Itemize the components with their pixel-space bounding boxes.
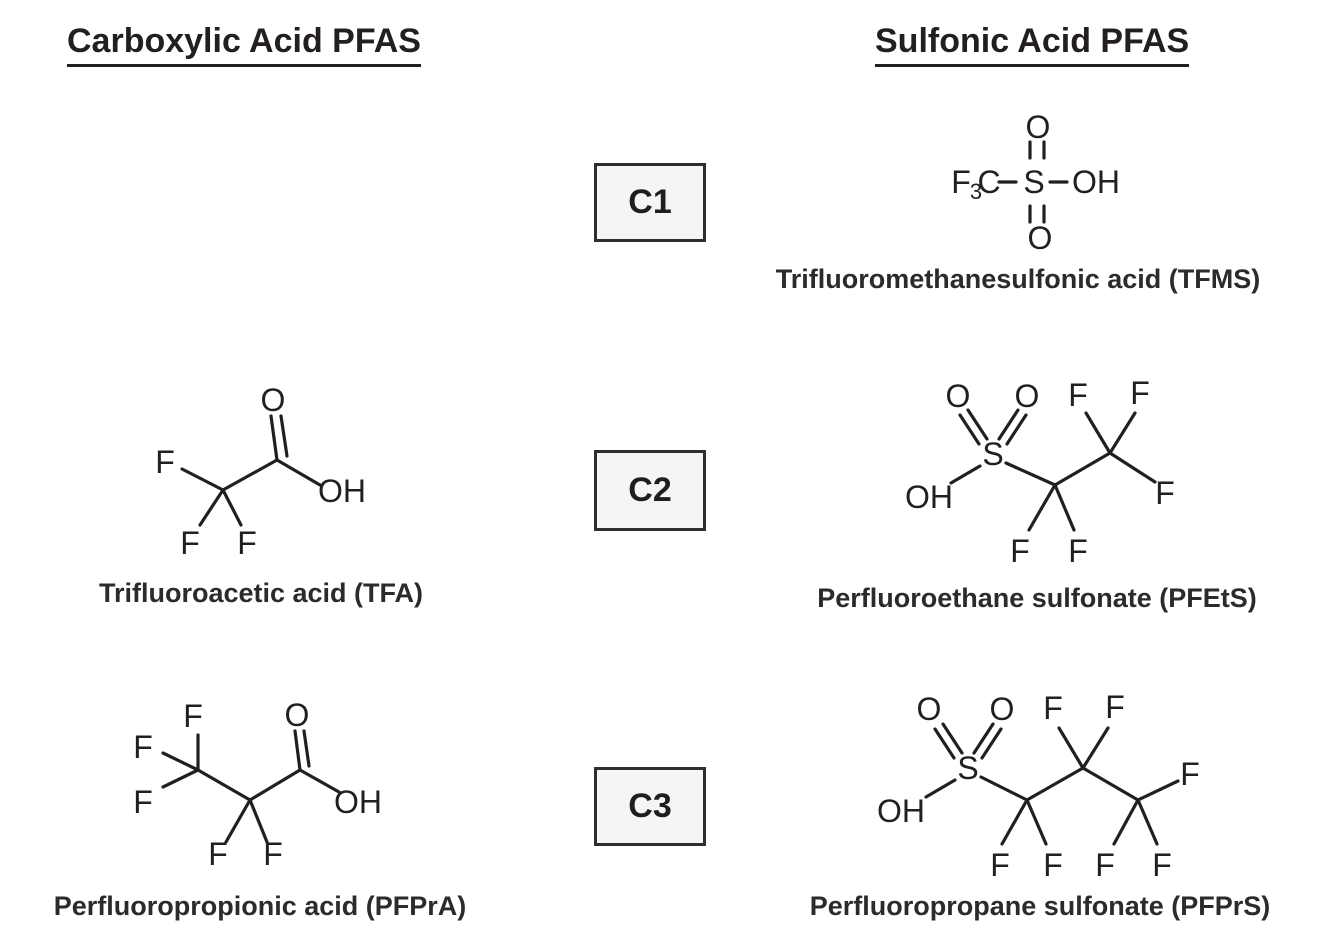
atom-O: O (917, 691, 942, 727)
atom-S: S (982, 436, 1003, 472)
header-carboxylic-acid-pfas: Carboxylic Acid PFAS (67, 22, 421, 67)
chain-length-label-c2: C2 (628, 471, 672, 509)
atom-OH: OH (318, 473, 366, 509)
chain-length-box-c3: C3 (594, 767, 706, 846)
atom-F: F (1155, 475, 1175, 511)
atom-F: F (1180, 756, 1200, 792)
atom-OH: OH (1072, 164, 1120, 200)
atom-F: F (133, 729, 153, 765)
atom-F: F (1130, 375, 1150, 411)
chain-length-box-c2: C2 (594, 450, 706, 531)
atom-O: O (1015, 378, 1040, 414)
atom-C: C (977, 164, 1000, 200)
atom-F: F (208, 836, 228, 872)
pfets-bonds (949, 408, 1157, 532)
atom-subscript-3: 3 (970, 179, 982, 204)
atom-F: F (1095, 847, 1115, 883)
atom-F: F (183, 698, 203, 734)
atom-F: F (1068, 377, 1088, 413)
atom-F: F (1043, 690, 1063, 726)
atom-O: O (285, 697, 310, 733)
caption-pfprs: Perfluoropropane sulfonate (PFPrS) (809, 891, 1271, 921)
pfpra-structure: F F O F OH F F (133, 697, 382, 872)
atom-O: O (990, 691, 1015, 727)
atom-F: F (180, 525, 200, 561)
chain-length-label-c1: C1 (628, 183, 672, 221)
atom-O: O (946, 378, 971, 414)
atom-OH: OH (905, 479, 953, 515)
chain-length-box-c1: C1 (594, 163, 706, 242)
pfprs-structure: O O F F S OH F F F F F (877, 689, 1200, 883)
atom-F: F (951, 164, 971, 200)
atom-O: O (1026, 109, 1051, 145)
pfpra-bonds (161, 729, 341, 844)
caption-pfets: Perfluoroethane sulfonate (PFEtS) (817, 583, 1257, 613)
atom-O: O (1028, 220, 1053, 256)
atom-F: F (1068, 533, 1088, 569)
caption-pfpra: Perfluoropropionic acid (PFPrA) (53, 891, 467, 921)
atom-F: F (155, 444, 175, 480)
caption-tfa: Trifluoroacetic acid (TFA) (98, 578, 424, 608)
atom-F: F (263, 836, 283, 872)
atom-F: F (990, 847, 1010, 883)
atom-F: F (1043, 847, 1063, 883)
pfets-structure: O O F F S OH F F F (905, 375, 1175, 569)
header-sulfonic-acid-pfas: Sulfonic Acid PFAS (875, 22, 1190, 67)
atom-S: S (1023, 164, 1044, 200)
tfms-bonds (997, 140, 1069, 224)
atom-OH: OH (877, 793, 925, 829)
tfa-structure: O F OH F F (155, 382, 366, 561)
caption-tfms: Trifluoromethanesulfonic acid (TFMS) (775, 264, 1261, 294)
atom-O: O (261, 382, 286, 418)
atom-F: F (133, 784, 153, 820)
atom-F: F (1105, 689, 1125, 725)
atom-F: F (1152, 847, 1172, 883)
atom-F: F (1010, 533, 1030, 569)
atom-F: F (237, 525, 257, 561)
pfprs-bonds (924, 722, 1180, 846)
atom-S: S (957, 750, 978, 786)
tfa-bonds (180, 414, 322, 527)
tfms-structure: O F 3 C S OH O (951, 109, 1120, 256)
atom-OH: OH (334, 784, 382, 820)
chain-length-label-c3: C3 (628, 787, 672, 825)
